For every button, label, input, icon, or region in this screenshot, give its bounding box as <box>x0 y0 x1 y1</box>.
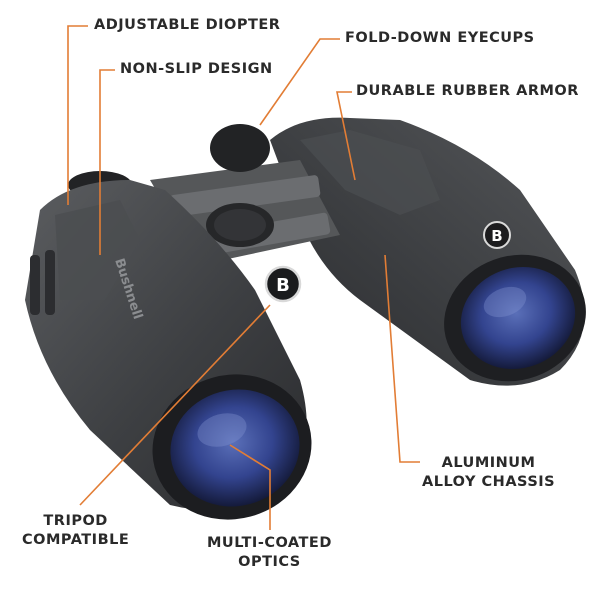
callout-durable-rubber-armor: DURABLE RUBBER ARMOR <box>356 82 579 101</box>
optics-text: OPTICS <box>238 554 301 570</box>
leader-non-slip-design <box>99 69 115 255</box>
callout-adjustable-diopter: ADJUSTABLE DIOPTER <box>94 16 280 35</box>
callout-fold-down-eyecups: FOLD-DOWN EYECUPS <box>345 29 535 48</box>
compatible-text: COMPATIBLE <box>22 532 130 548</box>
leader-aluminum-chassis <box>384 254 420 463</box>
aluminum-text: ALUMINUM <box>441 455 536 471</box>
fold-down-eyecups-text: FOLD-DOWN EYECUPS <box>345 30 535 46</box>
non-slip-design-text: NON-SLIP DESIGN <box>120 61 273 77</box>
callout-multi-coated-optics: MULTI-COATED OPTICS <box>207 534 332 572</box>
right-eyecup <box>210 124 270 172</box>
leader-adjustable-diopter <box>67 25 88 205</box>
callout-non-slip-design: NON-SLIP DESIGN <box>120 60 273 79</box>
right-objective-lens <box>460 266 576 370</box>
callout-tripod-compatible: TRIPOD COMPATIBLE <box>22 512 129 550</box>
leader-durable-rubber-armor <box>336 91 356 181</box>
leader-multi-coated <box>229 444 271 530</box>
adjustable-diopter-text: ADJUSTABLE DIOPTER <box>94 17 281 33</box>
right-brand-badge <box>483 221 511 249</box>
callout-aluminum-alloy-chassis: ALUMINUM ALLOY CHASSIS <box>422 454 555 492</box>
right-barrel: B <box>270 117 586 386</box>
leader-fold-down-eyecups <box>259 38 340 126</box>
tripod-adapter-badge <box>264 265 302 303</box>
tripod-badge-letter: B <box>276 275 290 296</box>
callout-leaders <box>67 25 420 530</box>
durable-rubber-armor-text: DURABLE RUBBER ARMOR <box>356 83 579 99</box>
multi-coated-text: MULTI-COATED <box>207 535 332 551</box>
tripod-text: TRIPOD <box>43 513 108 529</box>
right-badge-letter: B <box>491 227 502 245</box>
leader-tripod <box>79 304 271 506</box>
alloy-chassis-text: ALLOY CHASSIS <box>422 474 556 490</box>
